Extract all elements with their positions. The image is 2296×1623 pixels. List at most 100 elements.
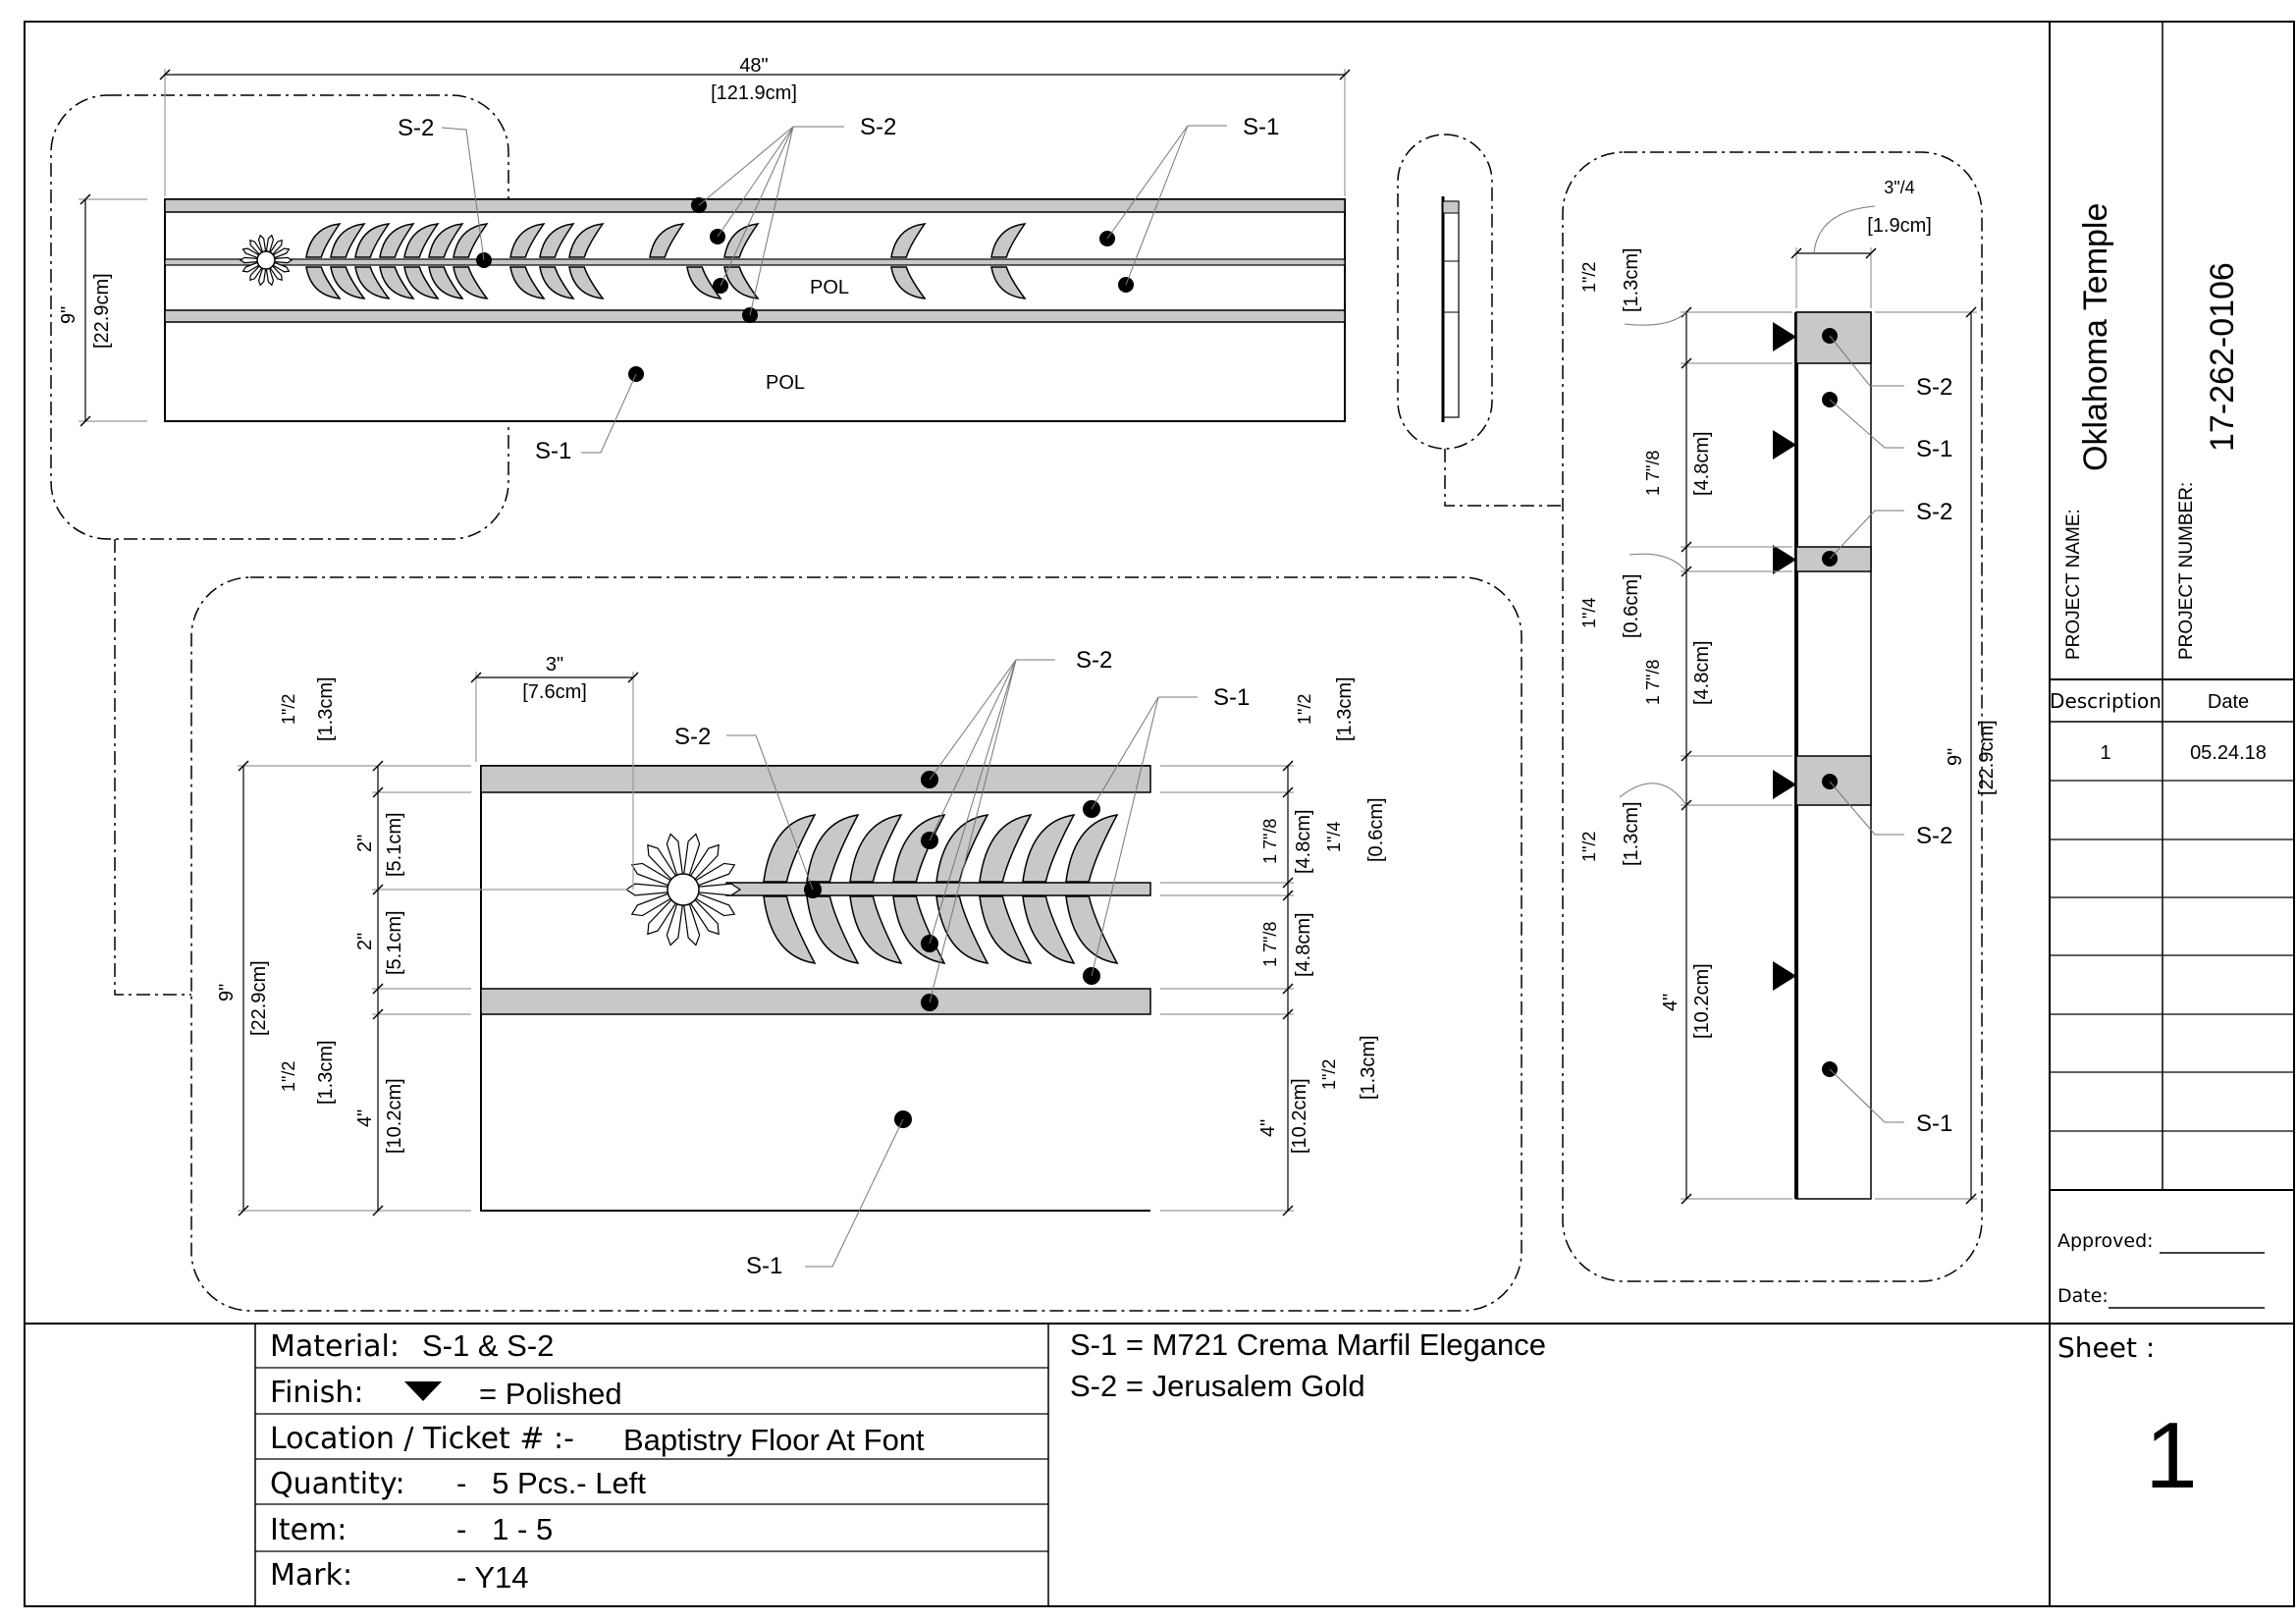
item-label: Item: [270,1513,347,1547]
sheet-number: 1 [2145,1403,2197,1508]
quantity-label: Quantity: [270,1467,405,1501]
dim-left-top-frac: 1"/2 [279,694,298,725]
section-view: S-2 S-1 S-2 S-2 S-1 3"/4 [1.9cm] 1"/2 [1… [1397,134,1998,1282]
leaf-inlay [403,223,440,258]
dim-right-14: 1"/4 [1324,822,1344,852]
leaf-inlay [806,814,860,883]
dim-right-14-cm: [0.6cm] [1365,797,1387,862]
leaf-inlay [403,266,440,299]
col-date: Date [2208,691,2249,713]
polished-triangle-icon [1773,430,1796,460]
section-top-frac: 3"/4 [1884,178,1914,197]
section-label-s1-1: S-1 [1916,436,1952,462]
leaf-inlay [892,814,946,883]
col-description: Description [2050,689,2162,713]
label-s1-a: S-1 [1213,684,1250,711]
leaf-inlay [330,266,366,299]
leaf-inlay [849,895,903,964]
leaf-inlay [935,895,989,964]
material-value: S-1 & S-2 [422,1328,554,1363]
leaf-inlay [453,266,489,299]
leaf-inlay [1022,814,1076,883]
flower-inlay-icon [239,234,294,287]
section-top-cm: [1.9cm] [1867,215,1932,237]
dim-3: 3" [546,654,563,676]
section-d2-cm: [4.8cm] [1691,431,1713,496]
dim-left-2a-cm: [5.1cm] [384,812,405,877]
dim-48: 48" [739,55,768,77]
leaf-inlay [379,266,415,299]
dim-9: 9" [58,306,80,324]
leaf-inlay [568,266,605,299]
leaf-inlay [539,223,575,258]
dim-right-4: 4" [1257,1119,1279,1137]
main-strip-view: S-2 S-2 S-1 S-1 POL POL 48" [121.9cm] 9"… [50,55,1351,996]
dim-right-top-cm: [1.3cm] [1334,676,1356,741]
dim-right-bot-cm: [1.3cm] [1358,1035,1379,1100]
section-d2-frac: 1 7"/8 [1643,451,1663,496]
dim-left-9: 9" [216,984,238,1001]
leaf-inlay [649,223,685,258]
leaf-inlay [763,814,817,883]
revision-number: 1 [2100,742,2110,764]
leaf-inlay [979,895,1033,964]
section-d1-cm: [1.3cm] [1621,247,1642,312]
section-d6: 4" [1660,994,1682,1011]
project-number-label: PROJECT NUMBER: [2176,482,2197,660]
polished-triangle-icon [1773,961,1796,991]
mark-label: Mark: [270,1558,352,1593]
label-s1-right: S-1 [1243,114,1279,140]
flower-inlay-icon [624,833,742,947]
leaf-inlay [354,223,391,258]
dim-left-2b-cm: [5.1cm] [384,910,405,975]
location-label: Location / Ticket # :- [270,1422,574,1456]
leaf-inlay-row [763,814,1119,964]
section-d3-frac: 1"/4 [1579,598,1599,628]
dim-right-78b-cm: [4.8cm] [1293,912,1314,977]
project-name-label: PROJECT NAME: [2063,509,2084,660]
dim-left-9-cm: [22.9cm] [248,960,270,1036]
section-label-s2-3: S-2 [1916,823,1952,849]
info-block: Material: S-1 & S-2 Finish: = Polished L… [25,1323,2050,1606]
section-d5-frac: 1"/2 [1579,832,1599,862]
title-block: PROJECT NAME: Oklahoma Temple PROJECT NU… [2049,22,2294,1606]
dim-right-78a-cm: [4.8cm] [1293,809,1314,874]
sheet-label: Sheet : [2057,1331,2155,1364]
callout-bubble-section [1562,151,1983,1282]
section-label-s1-2: S-1 [1916,1110,1952,1137]
finish-value: = Polished [479,1377,622,1411]
mark-value: - Y14 [456,1560,529,1595]
label-s2-left: S-2 [398,115,434,141]
section-d6-cm: [10.2cm] [1691,963,1713,1039]
callout-bubble-detail [190,576,1522,1312]
label-s2-b: S-2 [1076,647,1112,674]
leaf-inlay [305,266,342,299]
leaf-inlay [723,266,760,299]
legend-s2: S-2 = Jerusalem Gold [1070,1369,1365,1403]
leaf-inlay [509,223,546,258]
dim-right-78b: 1 7"/8 [1260,922,1280,967]
label-s1-bottom: S-1 [535,438,571,464]
label-s1-b: S-1 [746,1253,782,1279]
polished-triangle-icon [1773,322,1796,352]
callout-bubble-main [50,94,509,540]
leaf-inlay [1022,895,1076,964]
dim-48-cm: [121.9cm] [711,82,797,104]
section-d3-cm: [0.6cm] [1621,573,1642,638]
leaf-inlay [806,895,860,964]
section-label-s2-2: S-2 [1916,499,1952,525]
project-name: Oklahoma Temple [2077,203,2114,471]
leaf-inlay [890,266,927,299]
dim-left-4: 4" [354,1109,376,1127]
leaf-inlay [990,223,1027,258]
sheet-border [24,21,2295,1607]
dim-left-bot-cm: [1.3cm] [315,1040,337,1105]
leaf-inlay [428,266,464,299]
date-label: Date: [2057,1285,2109,1307]
leaf-inlay [379,223,415,258]
leaf-inlay [1065,895,1119,964]
label-pol-lower: POL [766,372,805,394]
dim-left-2a: 2" [354,835,376,852]
quantity-value: - 5 Pcs.- Left [456,1466,646,1500]
legend-s1: S-1 = M721 Crema Marfil Elegance [1070,1327,1546,1362]
